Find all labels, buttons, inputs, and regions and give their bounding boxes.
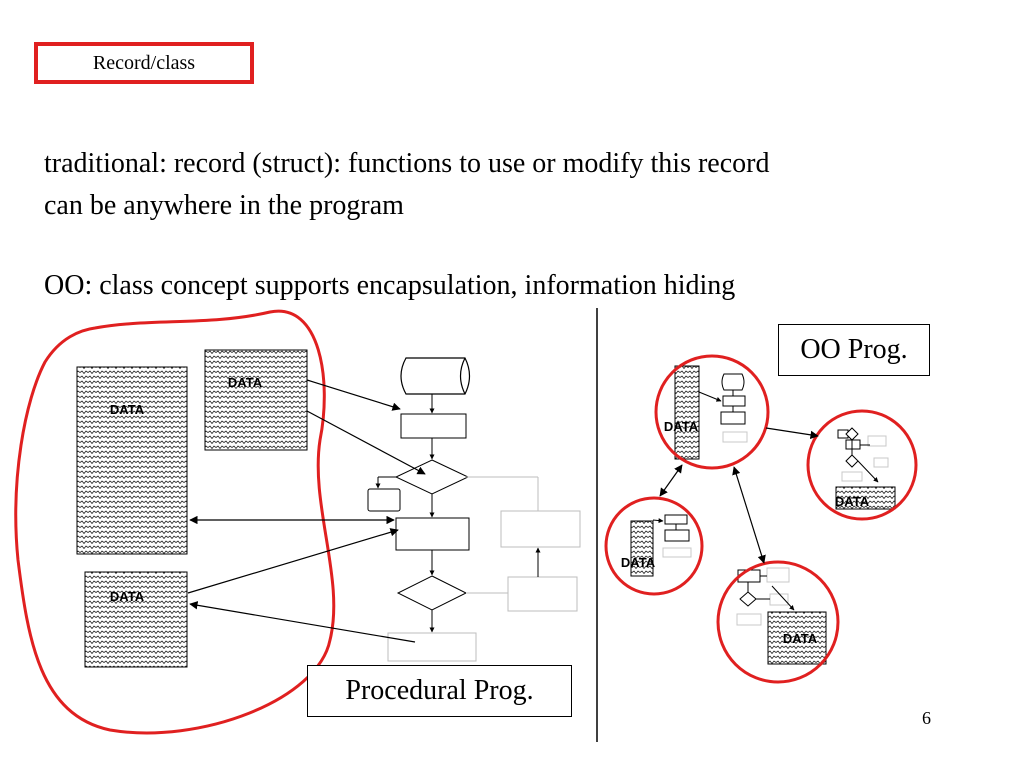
text-line-oo: OO: class concept supports encapsulation… xyxy=(44,270,736,301)
slide-title-box: Record/class xyxy=(34,42,254,84)
slide-title: Record/class xyxy=(92,51,196,74)
slide-page-number: 6 xyxy=(922,708,931,728)
data-block-large xyxy=(76,366,188,555)
procedural-red-outline xyxy=(14,309,336,735)
flow-decision-2 xyxy=(396,575,468,611)
data-block-top xyxy=(204,349,308,451)
flow-storage-shape xyxy=(400,357,471,395)
oo-caption-box: OO Prog. xyxy=(778,324,930,376)
text-line-anywhere: can be anywhere in the program xyxy=(44,190,404,221)
flow-decision-1 xyxy=(394,459,470,495)
data-label-large: DATA xyxy=(110,402,145,417)
oo-data-label-2: DATA xyxy=(835,494,870,509)
procedural-caption: Procedural Prog. xyxy=(345,675,534,706)
oo-data-label-4: DATA xyxy=(783,631,818,646)
oo-data-label-3: DATA xyxy=(621,555,656,570)
flow-end-box xyxy=(387,632,477,662)
data-label-bottom: DATA xyxy=(110,589,145,604)
text-line-traditional: traditional: record (struct): functions … xyxy=(44,148,770,179)
oo-data-label-1: DATA xyxy=(664,419,699,434)
flow-side-box xyxy=(367,488,401,512)
oo-caption: OO Prog. xyxy=(800,334,908,365)
oo-object-1: DATA xyxy=(654,354,770,470)
flow-process-1 xyxy=(400,413,467,439)
flow-right-box-lower xyxy=(507,576,578,612)
flow-right-box-upper xyxy=(500,510,581,548)
oo-object-2: DATA xyxy=(806,409,918,521)
data-label-top: DATA xyxy=(228,375,263,390)
data-block-bottom xyxy=(84,571,188,668)
procedural-caption-box: Procedural Prog. xyxy=(307,665,572,717)
flow-process-2 xyxy=(395,517,470,551)
oo-object-4: DATA xyxy=(716,560,840,684)
procedural-diagram: DATA DATA DATA xyxy=(14,309,581,735)
oo-object-3: DATA xyxy=(604,496,704,596)
oo-diagram: DATA DATA DATA xyxy=(604,354,918,684)
